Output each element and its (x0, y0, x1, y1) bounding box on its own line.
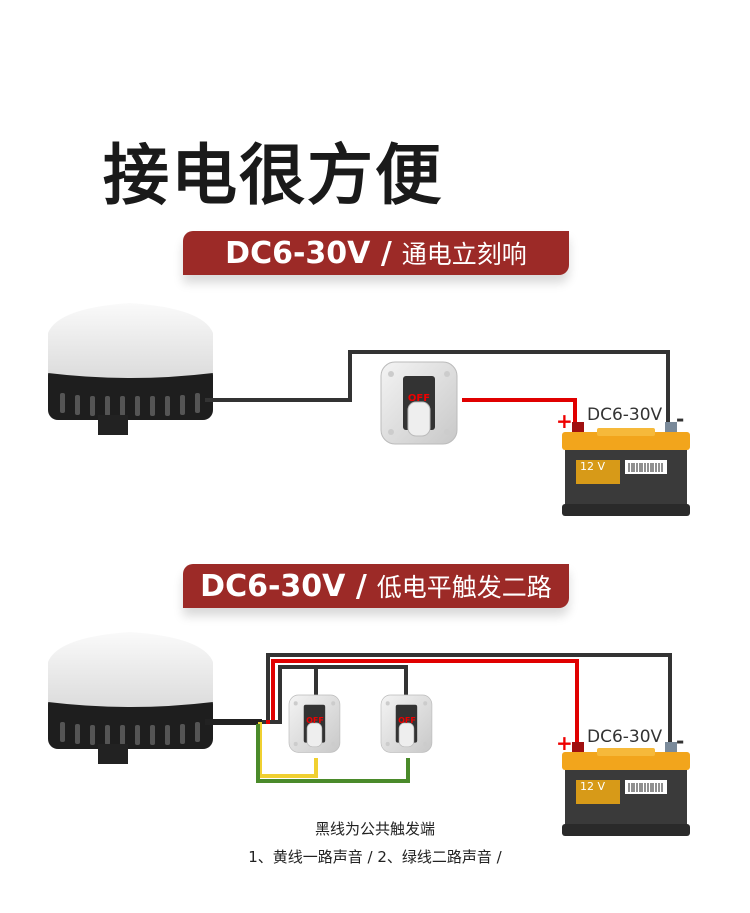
switch-off-label: OFF (398, 716, 416, 725)
note-common-trigger: 黑线为公共触发端 (314, 820, 435, 838)
banner-subtitle: 低电平触发二路 (376, 573, 552, 602)
battery-voltage: DC6-30V (587, 727, 663, 747)
switch-off-label: OFF (408, 393, 430, 404)
black-wire (205, 350, 670, 432)
minus-sign: - (676, 729, 684, 753)
diagram-2: OFF OFF 12 V + - DC6-30V (48, 632, 691, 837)
battery-label: 12 V (580, 780, 605, 793)
page-title: 接电很方便 (103, 137, 443, 214)
alarm-lamp (48, 632, 213, 764)
section1-banner: DC6-30V / 通电立刻响 (183, 231, 569, 275)
green-wire (256, 724, 410, 783)
red-wire (462, 398, 577, 432)
minus-sign: - (676, 407, 684, 431)
black-common-wire (270, 665, 408, 724)
banner-voltage: DC6-30V / (200, 568, 367, 604)
note-channels: 1、黄线一路声音 / 2、绿线二路声音 / (248, 848, 502, 866)
banner-voltage: DC6-30V / (225, 235, 392, 271)
section2-banner: DC6-30V / 低电平触发二路 (183, 564, 569, 608)
battery-voltage: DC6-30V (587, 405, 663, 425)
switch-off-label: OFF (306, 716, 324, 725)
banner-subtitle: 通电立刻响 (401, 240, 527, 269)
plus-sign: + (556, 731, 573, 755)
battery-label: 12 V (580, 460, 605, 473)
diagram-1: OFF 12 V + - DC6-30V (48, 303, 691, 517)
alarm-lamp (48, 303, 213, 435)
plus-sign: + (556, 409, 573, 433)
